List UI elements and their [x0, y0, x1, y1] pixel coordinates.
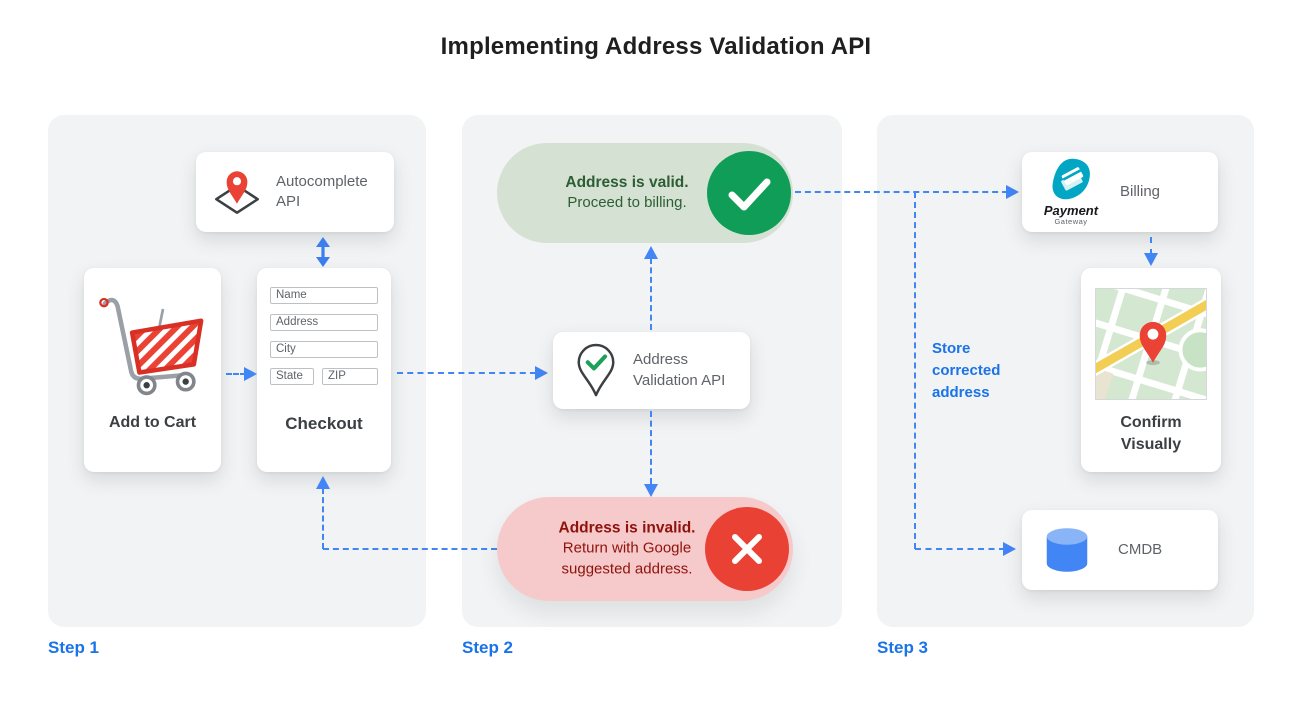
arrowhead-to-cmdb [1003, 542, 1016, 556]
map-pin-check-icon [577, 343, 615, 397]
arrow-invalid-return-horizontal [323, 548, 497, 550]
x-circle-icon [705, 507, 789, 591]
arrowhead-checkout-to-validation [535, 366, 548, 380]
arrowhead-cart-to-checkout [244, 367, 257, 381]
arrowhead-to-confirm [1144, 253, 1158, 266]
arrow-invalid-return-vertical [322, 488, 324, 549]
arrowhead-to-invalid-pill [644, 484, 658, 497]
shopping-cart-icon [99, 297, 204, 396]
address-invalid-text: Address is invalid. Return with Google s… [552, 518, 702, 581]
map-pin-diamond-icon [215, 171, 259, 214]
autocomplete-api-card: Autocomplete API [196, 152, 394, 232]
arrow-validation-to-valid [650, 258, 652, 330]
step1-label: Step 1 [48, 638, 100, 657]
arrowhead-to-billing [1006, 185, 1019, 199]
map-thumbnail [1045, 238, 1257, 450]
checkout-card: Name Address City State ZIP Checkout [257, 268, 391, 472]
address-valid-title: Address is valid. [565, 173, 689, 191]
payment-gateway-subtext: Gateway [1054, 217, 1088, 226]
address-validation-api-label: Address Validation API [633, 351, 726, 389]
arrow-billing-to-confirm [1150, 237, 1152, 255]
address-invalid-pill: Address is invalid. Return with Google s… [497, 497, 793, 601]
database-cylinder-icon [1046, 528, 1088, 572]
payment-gateway-logo: Payment Gateway [1036, 158, 1106, 226]
step2-label: Step 2 [462, 638, 514, 657]
address-validation-api-card: Address Validation API [553, 332, 750, 409]
arrowhead-to-valid-pill [644, 246, 658, 259]
arrow-cart-to-checkout [226, 373, 246, 375]
cmdb-label: CMDB [1118, 540, 1163, 558]
double-arrow-checkout-autocomplete [316, 237, 330, 267]
store-corrected-address-note: Store corrected address [932, 340, 1001, 401]
billing-card: Payment Gateway Billing [1022, 152, 1218, 232]
arrow-store-address-vertical [914, 192, 916, 549]
address-field: Address [270, 314, 378, 331]
address-invalid-title: Address is invalid. [558, 519, 696, 537]
add-to-cart-card: Add to Cart [84, 268, 221, 472]
step3-label: Step 3 [877, 638, 929, 657]
name-field: Name [270, 287, 378, 304]
checkout-form: Name Address City State ZIP [270, 287, 378, 395]
arrow-validation-to-invalid [650, 411, 652, 484]
billing-label: Billing [1120, 182, 1161, 200]
zip-field: ZIP [322, 368, 378, 385]
address-valid-pill: Address is valid. Proceed to billing. [497, 143, 793, 243]
checkout-label: Checkout [285, 414, 363, 433]
city-field: City [270, 341, 378, 358]
cmdb-card: CMDB [1022, 510, 1218, 590]
add-to-cart-label: Add to Cart [108, 414, 197, 431]
confirm-visually-card: Confirm Visually [1045, 238, 1257, 472]
state-field: State [270, 368, 314, 385]
address-invalid-subtitle: Return with Google suggested address. [561, 540, 693, 578]
arrow-valid-to-billing [795, 191, 1008, 193]
address-valid-subtitle: Proceed to billing. [567, 194, 687, 212]
arrow-store-address-horizontal [915, 548, 1005, 550]
arrow-checkout-to-validation [397, 372, 536, 374]
address-valid-text: Address is valid. Proceed to billing. [532, 172, 722, 214]
arrowhead-return-to-checkout [316, 476, 330, 489]
check-circle-icon [707, 151, 791, 235]
autocomplete-api-label: Autocomplete API [276, 172, 368, 210]
page-title: Implementing Address Validation API [440, 33, 872, 60]
confirm-visually-label: Confirm Visually [1120, 414, 1182, 453]
payment-gateway-icon [1052, 158, 1090, 200]
payment-gateway-wordmark: Payment [1043, 203, 1099, 218]
